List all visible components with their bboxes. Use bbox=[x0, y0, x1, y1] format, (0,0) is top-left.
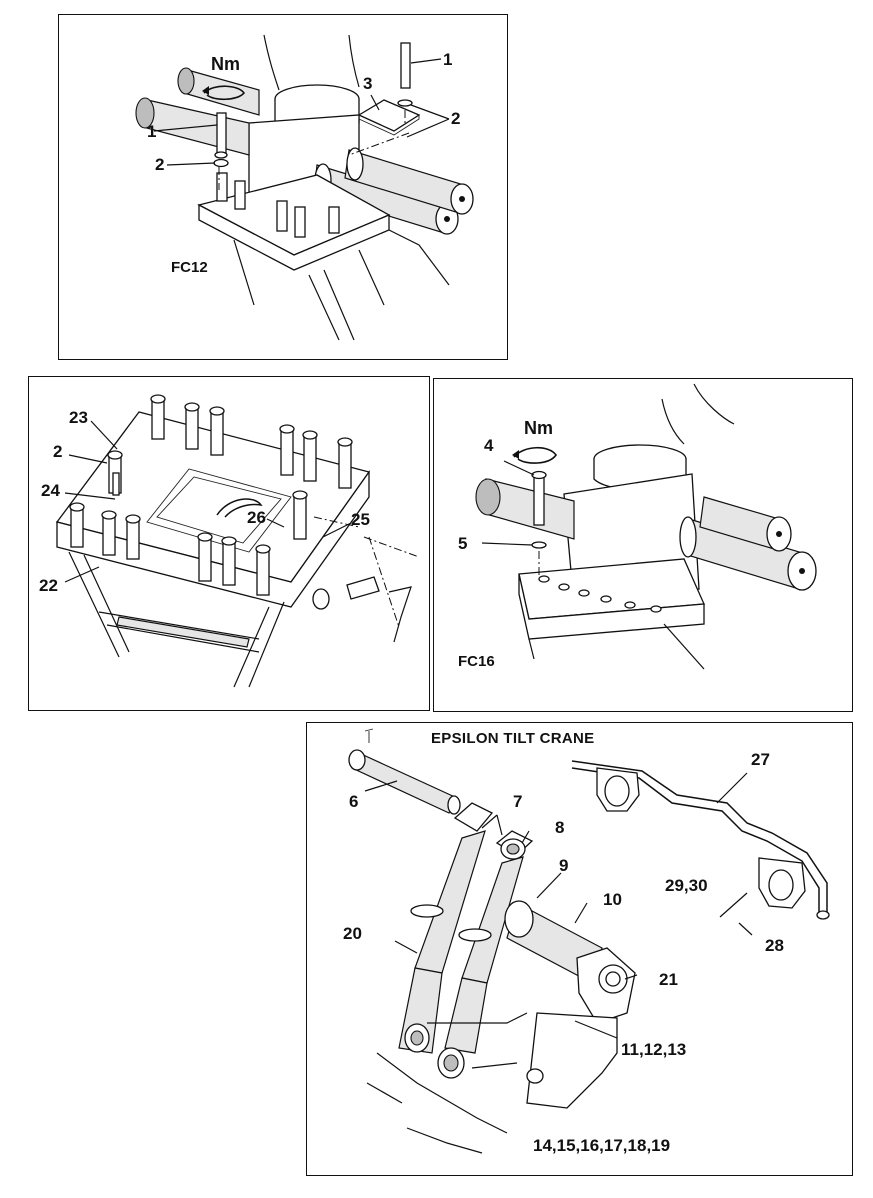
panel-epsilon-tilt-crane: EPSILON TILT CRANE 6 7 8 9 10 20 21 27 2… bbox=[306, 722, 853, 1176]
tilt-crane-drawing bbox=[348, 728, 830, 1154]
fc16-drawing bbox=[475, 383, 817, 670]
callout-26: 26 bbox=[247, 508, 266, 527]
callout-10: 10 bbox=[603, 890, 622, 909]
callout-11-12-13: 11,12,13 bbox=[621, 1040, 687, 1059]
callout-14-19: 14,15,16,17,18,19 bbox=[533, 1136, 671, 1155]
callout-23: 23 bbox=[69, 408, 88, 427]
callout-27: 27 bbox=[751, 750, 770, 769]
callout-4: 4 bbox=[484, 436, 494, 455]
callout-5: 5 bbox=[458, 534, 468, 553]
callout-8: 8 bbox=[555, 818, 565, 837]
panel-fc16: Nm 4 5 FC16 bbox=[433, 378, 853, 712]
callout-25: 25 bbox=[351, 510, 370, 529]
callout-2: 2 bbox=[451, 109, 461, 128]
callout-28: 28 bbox=[765, 936, 784, 955]
callout-1: 1 bbox=[443, 50, 453, 69]
torque-arrow-icon bbox=[202, 85, 245, 101]
callout-3: 3 bbox=[363, 74, 373, 93]
callout-22: 22 bbox=[39, 576, 58, 595]
callout-21: 21 bbox=[659, 970, 678, 989]
callout-2: 2 bbox=[53, 442, 63, 461]
figure-code: FC16 bbox=[458, 653, 495, 670]
callout-24: 24 bbox=[41, 481, 60, 500]
callout-2: 2 bbox=[155, 155, 165, 174]
callout-9: 9 bbox=[559, 856, 569, 875]
figure-title: EPSILON TILT CRANE bbox=[431, 730, 595, 747]
callout-1: 1 bbox=[147, 122, 157, 141]
base-plate-drawing bbox=[55, 394, 420, 688]
callout-7: 7 bbox=[513, 792, 523, 811]
torque-label: Nm bbox=[211, 54, 241, 74]
panel-base-plate: 23 2 24 26 25 22 bbox=[28, 376, 430, 711]
callout-6: 6 bbox=[349, 792, 359, 811]
callout-29-30: 29,30 bbox=[665, 876, 708, 895]
torque-label: Nm bbox=[524, 418, 554, 438]
panel-fc12: Nm 1 2 1 3 2 FC12 bbox=[58, 14, 508, 360]
torque-arrow-icon bbox=[512, 446, 557, 464]
callout-20: 20 bbox=[343, 924, 362, 943]
figure-code: FC12 bbox=[171, 259, 208, 276]
fc12-drawing bbox=[135, 34, 474, 341]
